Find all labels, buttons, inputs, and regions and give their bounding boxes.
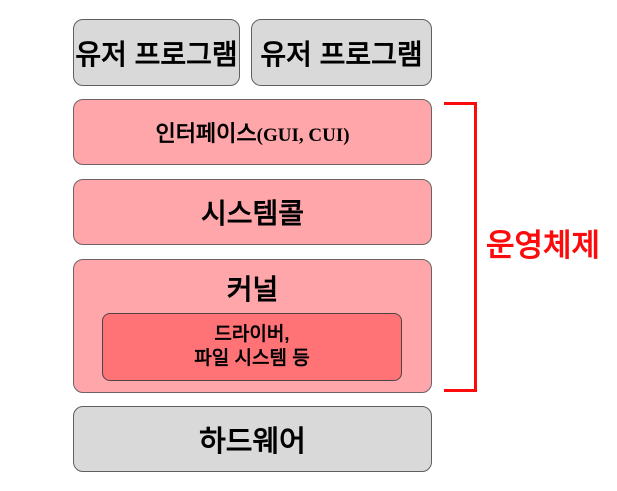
os-scope-bracket xyxy=(444,102,477,392)
interface-label-latin: (GUI, CUI) xyxy=(256,125,350,146)
os-scope-label: 운영체제 xyxy=(485,228,601,263)
system-call-label: 시스템콜 xyxy=(200,198,305,229)
driver-filesystem-box: 드라이버, 파일 시스템 등 xyxy=(102,313,402,381)
system-call-box: 시스템콜 xyxy=(73,179,432,245)
driver-label-line1: 드라이버, xyxy=(214,324,290,345)
kernel-label: 커널 xyxy=(226,274,279,305)
hardware-box: 하드웨어 xyxy=(73,406,432,472)
user-program-2-label: 유저 프로그램 xyxy=(260,38,423,70)
hardware-label: 하드웨어 xyxy=(199,426,306,458)
driver-label-line2: 파일 시스템 등 xyxy=(194,348,310,369)
user-program-box-1: 유저 프로그램 xyxy=(73,19,240,86)
interface-label-korean: 인터페이스 xyxy=(155,121,257,146)
user-program-1-label: 유저 프로그램 xyxy=(75,38,238,70)
interface-label: 인터페이스(GUI, CUI) xyxy=(155,116,349,148)
user-program-box-2: 유저 프로그램 xyxy=(251,19,432,86)
interface-box: 인터페이스(GUI, CUI) xyxy=(73,99,432,165)
